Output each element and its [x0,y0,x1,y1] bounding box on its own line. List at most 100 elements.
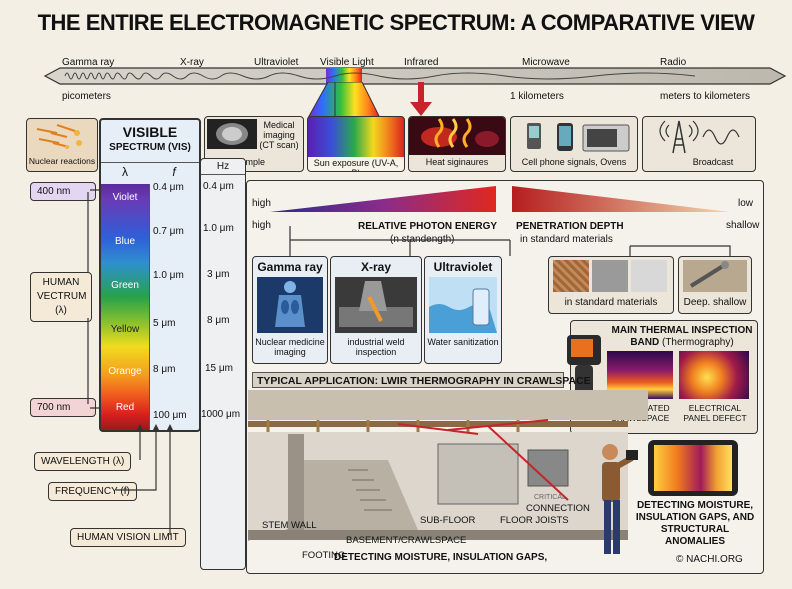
vis-tick: 5 μm [153,318,176,329]
color-blue: Blue [114,236,135,247]
hz-column: Hz 0.4 μm 1.0 μm 3 μm 8 μm 15 μm 1000 μm [200,158,246,570]
left-connectors [87,189,174,535]
band-radio: Radio [660,57,687,68]
tag-vision-limit: HUMAN VISION LIMIT [70,528,186,547]
thermal-title: MAIN THERMAL INSPECTION [611,325,753,336]
energy-wedges [270,186,730,212]
crawlspace-illustration [248,390,648,541]
visible-funnel [307,82,432,119]
lambda-header: λ [101,162,149,179]
color-green: Green [111,280,139,291]
application-banner: TYPICAL APPLICATION: LWIR THERMOGRAPHY I… [252,372,591,388]
deep-caption: Deep. shallow [683,297,747,308]
panel-gamma-title: Gamma ray [257,260,323,274]
energy-high-top: high [252,198,271,209]
phone-oven-icon [527,123,630,152]
spectrum-bar [43,67,787,85]
nuclear-caption: Nuclear reactions [28,156,96,166]
panel-xray-caption: industrial weld inspection [347,337,405,357]
band-microwave: Microwave [522,57,570,68]
radio-tower-icon [659,120,740,154]
panel-uv-caption: Water sanitization [427,337,499,347]
visible-title: VISIBLE [122,124,178,140]
thermal-band-line: BAND (Thermography) [607,337,757,348]
hz-tick: 8 μm [207,315,230,326]
nuclear-icon [36,124,82,149]
hz-tick: 0.4 μm [203,181,234,192]
weld-inspection-icon [335,277,417,333]
vis-tick: 0.4 μm [153,182,184,193]
scale-right: meters to kilometers [660,91,751,102]
inspector-icon [602,444,638,554]
band-infrared: Infrared [404,57,439,68]
label-stem-wall: STEM WALL [262,520,317,531]
penetration-label: PENETRATION DEPTH [516,221,624,232]
hz-tick: 15 μm [205,363,233,374]
body-scan-icon [257,277,323,333]
tag-wavelength: WAVELENGTH (λ) [34,452,132,471]
panel-uv-title: Ultraviolet [433,260,493,274]
materials-panel: in standard materials [548,256,674,314]
hz-tick: 1.0 μm [203,223,234,234]
energy-shallow: shallow [726,220,760,231]
hz-tick: 3 μm [207,269,230,280]
vis-tick: 0.7 μm [153,226,184,237]
panel-uv: Ultraviolet Water sanitization [424,256,502,364]
water-sanitization-icon [429,277,497,333]
label-joists: FLOOR JOISTS [500,515,569,526]
panel-gamma-caption: Nuclear medicine imaging [255,337,325,357]
visible-subtitle: SPECTRUM (VIS) [109,142,191,153]
f-header: f [149,162,199,179]
visible-spectrum-box: VISIBLE SPECTRUM (VIS) λ f Violet Blue G… [99,118,201,432]
label-footing: FOOTING [302,550,346,561]
tablet-thermal [648,440,738,496]
color-orange: Orange [108,366,142,377]
scale-mid: 1 kilometers [510,91,564,102]
scale-left: picometers [62,91,111,102]
broadcast-caption: Broadcast [692,157,734,167]
sun-caption: Sun exposure (UV-A, B) [308,157,404,171]
heat-signature-icon [409,117,505,155]
vis-tick: 8 μm [153,364,176,375]
visible-gradient: Violet Blue Green Yellow Orange Red [101,184,149,430]
electrical-image [679,351,749,399]
photon-energy-label: RELATIVE PHOTON ENERGY [358,221,498,232]
tag-frequency: FREQUENCY (f) [48,482,137,501]
label-detecting-bottom: DETECTING MOISTURE, INSULATION GAPS, [334,552,548,563]
broadcast-tile: Broadcast [642,116,756,172]
heat-tile: Heat siginaures [408,116,506,172]
tablet-screen [654,445,732,491]
label-subfloor: SUB-FLOOR [420,515,476,526]
color-violet: Violet [112,192,138,203]
thermal-band-sub: (Thermography) [661,337,734,348]
color-yellow: Yellow [110,324,140,335]
label-connection: CONNECTION [526,503,590,514]
vis-tick: 100 μm [153,410,187,421]
nuclear-tile: Nuclear reactions [26,118,98,172]
materials-caption: in standard materials [564,297,658,308]
band-uv: Ultraviolet [254,57,299,68]
medical-caption: Medical imaging (CT scan) [259,120,299,150]
energy-brackets [289,226,731,256]
cell-caption: Cell phone signals, Ovens [521,157,627,167]
page-title: THE ENTIRE ELECTROMAGNETIC SPECTRUM: A C… [37,10,755,35]
electrical-caption: ELECTRICAL PANEL DEFECT [683,403,747,423]
band-xray: X-ray [180,57,204,68]
tag-400nm: 400 nm [30,182,96,201]
detecting-right: DETECTING MOISTURE, INSULATION GAPS, AND… [635,500,755,547]
vis-tick: 1.0 μm [153,270,184,281]
thermal-band: BAND [630,337,660,348]
hz-tick: 1000 μm [201,409,241,420]
panel-xray-title: X-ray [360,260,392,274]
band-visible: Visible Light [320,57,374,68]
panel-gamma: Gamma ray Nuclear medicine imaging [252,256,328,364]
label-basement: BASEMENT/CRAWLSPACE [346,535,467,546]
ct-scan-icon [207,119,257,149]
color-red: Red [115,402,135,413]
hz-header: Hz [201,161,245,175]
energy-high: high [252,220,271,231]
band-gamma: Gamma ray [62,57,115,68]
probe-icon [683,260,747,292]
tag-human-vectrum: HUMAN VECTRUM (λ) [30,272,92,322]
deep-panel: Deep. shallow [678,256,752,314]
